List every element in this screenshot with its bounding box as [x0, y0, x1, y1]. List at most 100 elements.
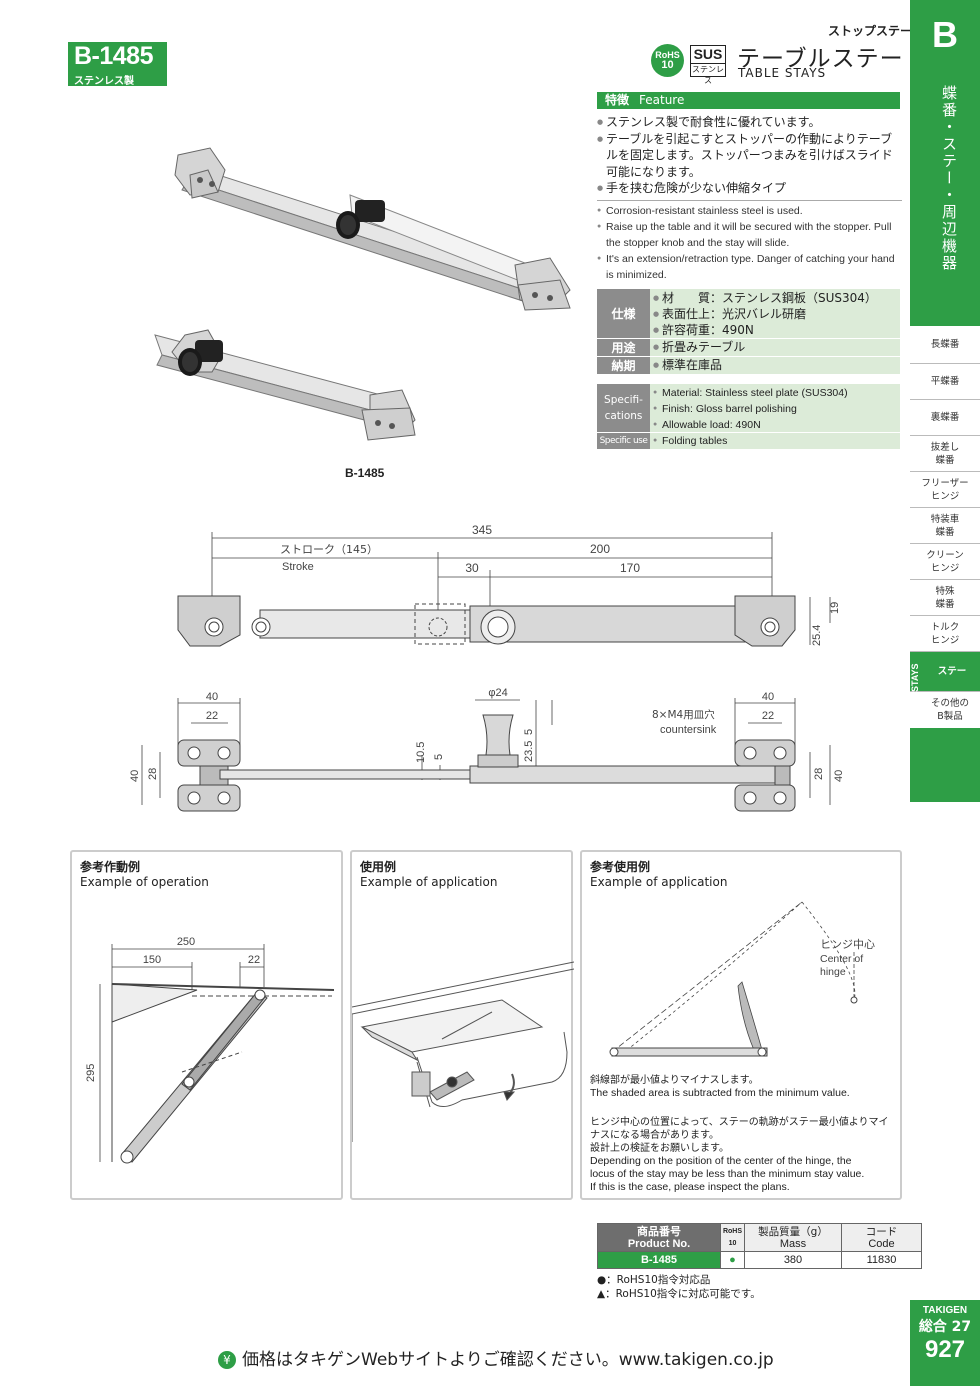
side-item-special-hinge[interactable]: 特殊 蝶番 — [910, 580, 980, 616]
operation-diagram: 250 150 22 295 — [85, 936, 335, 1164]
feature-list-en: Corrosion-resistant stainless steel is u… — [597, 200, 902, 283]
side-item-torque-hinge[interactable]: トルク ヒンジ — [910, 616, 980, 652]
feature-item: Raise up the table and it will be secure… — [597, 219, 902, 251]
hinge-center-label: ヒンジ中心 — [820, 938, 875, 951]
note2-en-3: If this is the case, please inspect the … — [590, 1181, 790, 1193]
rohs-badge: RoHS 10 — [651, 44, 684, 77]
dim-25-4: 25.4 — [811, 625, 823, 646]
dim-30: 30 — [465, 561, 479, 575]
dim-28-height-left: 28 — [147, 768, 159, 780]
dim-22-op: 22 — [248, 954, 260, 966]
yen-icon: ¥ — [218, 1351, 236, 1369]
side-item-flat-hinge[interactable]: 平蝶番 — [910, 364, 980, 400]
use-label: 用途 — [597, 339, 650, 356]
note1-en: The shaded area is subtracted from the m… — [590, 1087, 850, 1099]
side-item-lift-off-hinge[interactable]: 抜差し 蝶番 — [910, 436, 980, 472]
dim-250: 250 — [177, 936, 195, 948]
category-label: ストップステー — [828, 24, 913, 38]
rohs-legend: ●：RoHS10指令対応品 ▲：RoHS10指令に対応可能です。 — [597, 1274, 761, 1300]
feature-item: 手を挟む危険が少ない伸縮タイプ — [597, 180, 902, 197]
spec-label: 仕様 — [597, 289, 650, 338]
hinge-center-label-en2: hinge — [820, 966, 846, 978]
hinge-center-label-en: Center of — [820, 953, 863, 965]
note2-jp-2: ナスになる場合があります。 — [590, 1130, 719, 1141]
dim-phi24: φ24 — [488, 687, 507, 699]
sus-badge: SUS ステンレス — [690, 45, 726, 85]
page-title-en: TABLE STAYS — [738, 66, 827, 80]
side-view — [177, 595, 796, 647]
shaded-area — [737, 981, 763, 1051]
col-mass: 製品質量（g）Mass — [744, 1223, 842, 1252]
dim-28-height-right: 28 — [813, 768, 825, 780]
delivery-label: 納期 — [597, 357, 650, 374]
side-item-clean-hinge[interactable]: クリーン ヒンジ — [910, 544, 980, 580]
note1-jp: 斜線部が最小値よりマイナスします。 — [590, 1075, 759, 1086]
dim-19: 19 — [829, 602, 841, 614]
dim-345: 345 — [472, 523, 492, 537]
reference-diagram: ヒンジ中心 Center of hinge — [609, 901, 875, 1057]
page-number: 927 — [924, 1336, 966, 1363]
dim-40-right: 40 — [762, 691, 774, 703]
dim-150: 150 — [143, 954, 161, 966]
dim-40-height-right: 40 — [833, 770, 845, 782]
dim-10-5: 10.5 — [415, 742, 427, 763]
page-number-box: TAKIGEN 総合 27 927 — [910, 1300, 980, 1386]
section-title: 蝶番・ステー・周辺機器 — [940, 85, 958, 272]
dim-200: 200 — [590, 542, 610, 556]
footer-link[interactable]: 価格はタキゲンWebサイトよりご確認ください。www.takigen.co.jp — [242, 1350, 774, 1370]
note2-en-1: Depending on the position of the center … — [590, 1155, 852, 1167]
dim-170: 170 — [620, 561, 640, 575]
spec-table-jp: 仕様 材 質：ステンレス鋼板（SUS304） 表面仕上：光沢バレル研磨 許容荷重… — [597, 289, 900, 375]
feature-item: ステンレス製で耐食性に優れています。 — [597, 114, 902, 131]
feature-item: It's an extension/retraction type. Dange… — [597, 251, 902, 283]
table-row: B-1485 ● 380 11830 — [597, 1251, 922, 1269]
spec-label-en: Specifi- cations — [597, 384, 650, 432]
note2-en-2: locus of the stay may be less than the m… — [590, 1168, 865, 1180]
material-label: ステンレス製 — [74, 76, 134, 87]
cell-product: B-1485 — [597, 1251, 721, 1269]
dim-5-bottom: 5 — [433, 754, 445, 760]
spec-table-en: Specifi- cations Material: Stainless ste… — [597, 384, 900, 450]
technical-drawing: 345 ストローク（145） Stroke 200 30 170 19 25.4 — [129, 523, 845, 812]
countersink-label: 8×M4用皿穴 — [652, 708, 715, 721]
dim-22-right: 22 — [762, 710, 774, 722]
feature-list-jp: ステンレス製で耐食性に優れています。 テーブルを引起こすとストッパーの作動により… — [597, 114, 902, 197]
use-label-en: Specific use — [597, 433, 650, 449]
feature-item: Corrosion-resistant stainless steel is u… — [597, 203, 902, 219]
model-badge: B-1485 ステンレス製 — [68, 42, 167, 87]
note2-jp-1: ヒンジ中心の位置によって、ステーの軌跡がステー最小値よりマイ — [590, 1117, 889, 1128]
stays-vertical-label: STAYS — [910, 663, 920, 693]
side-item-other[interactable]: その他の B製品 — [930, 698, 969, 722]
note2-jp-3: 設計上の検証をお願いします。 — [590, 1143, 729, 1154]
side-item-stays[interactable]: ステー — [910, 652, 980, 692]
cell-code: 11830 — [841, 1251, 922, 1269]
side-item-freezer-hinge[interactable]: フリーザー ヒンジ — [910, 472, 980, 508]
dim-40-height-left: 40 — [129, 770, 141, 782]
cell-rohs: ● — [720, 1251, 745, 1269]
side-menu: 長蝶番 平蝶番 裏蝶番 抜差し 蝶番 フリーザー ヒンジ 特装車 蝶番 クリーン… — [910, 326, 980, 728]
dim-stroke-en: Stroke — [282, 561, 314, 573]
side-item-vehicle-hinge[interactable]: 特装車 蝶番 — [910, 508, 980, 544]
footer-price-notice: ¥ 価格はタキゲンWebサイトよりご確認ください。www.takigen.co.j… — [218, 1345, 774, 1370]
side-item-back-hinge[interactable]: 裏蝶番 — [910, 400, 980, 436]
model-code: B-1485 — [74, 42, 154, 70]
feature-item: テーブルを引起こすとストッパーの作動によりテーブルを固定します。ストッパーつまみ… — [597, 131, 902, 181]
side-item-long-hinge[interactable]: 長蝶番 — [910, 326, 980, 364]
stay-extended-illustration — [174, 147, 571, 311]
dim-22-left: 22 — [206, 710, 218, 722]
dim-23-5: 23.5 — [523, 741, 535, 762]
dim-stroke: ストローク（145） — [280, 543, 378, 556]
photo-caption: B-1485 — [345, 466, 385, 480]
cell-mass: 380 — [744, 1251, 842, 1269]
product-photo — [154, 147, 571, 441]
dim-295: 295 — [85, 1064, 97, 1082]
section-letter: B — [932, 14, 958, 55]
dim-40-left: 40 — [206, 691, 218, 703]
